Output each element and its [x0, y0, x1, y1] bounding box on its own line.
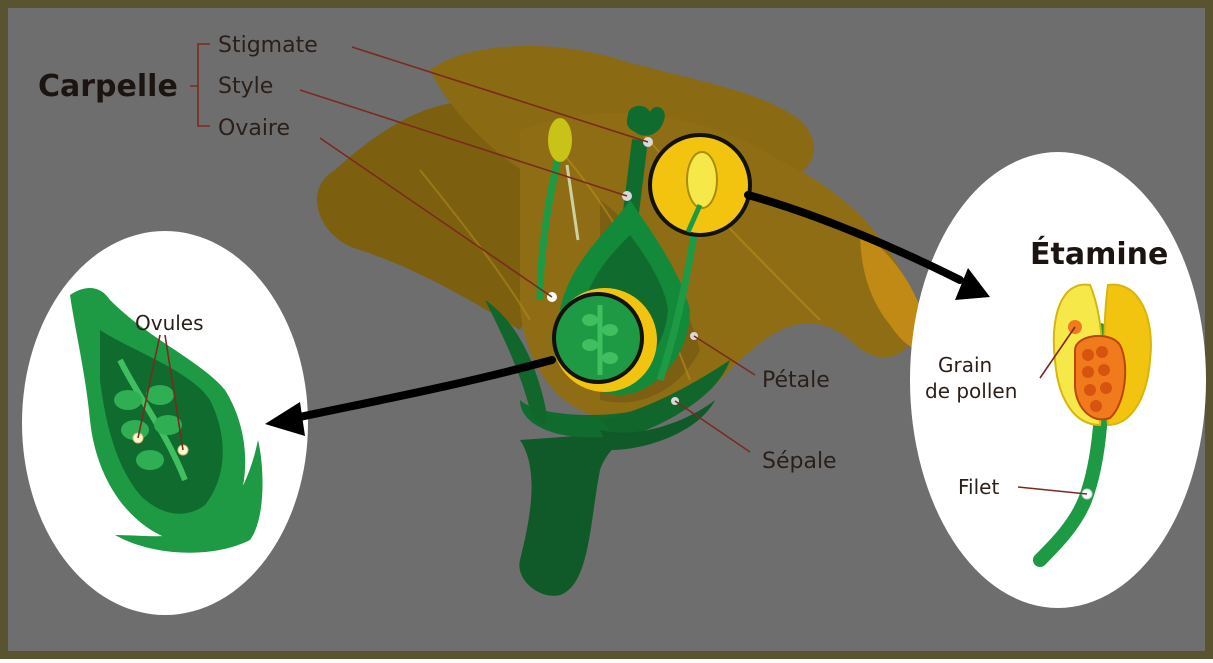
stamen-inset: Étamine Grain de pollen Filet — [910, 152, 1206, 608]
label-etamine: Étamine — [1030, 236, 1168, 272]
label-stigmate: Stigmate — [218, 33, 318, 58]
ovary-inset: Ovules — [22, 231, 308, 615]
label-grain-line1: Grain — [938, 353, 992, 377]
label-filet: Filet — [958, 475, 999, 499]
anther-highlight-anther — [687, 152, 717, 208]
label-style: Style — [218, 74, 273, 99]
label-sepale: Sépale — [762, 449, 837, 474]
label-carpelle: Carpelle — [38, 69, 178, 104]
label-ovules: Ovules — [135, 311, 204, 335]
label-grain-line2: de pollen — [925, 379, 1017, 403]
stamen-left-anther — [548, 118, 572, 162]
label-petale: Pétale — [762, 368, 830, 393]
label-ovaire: Ovaire — [218, 116, 290, 141]
